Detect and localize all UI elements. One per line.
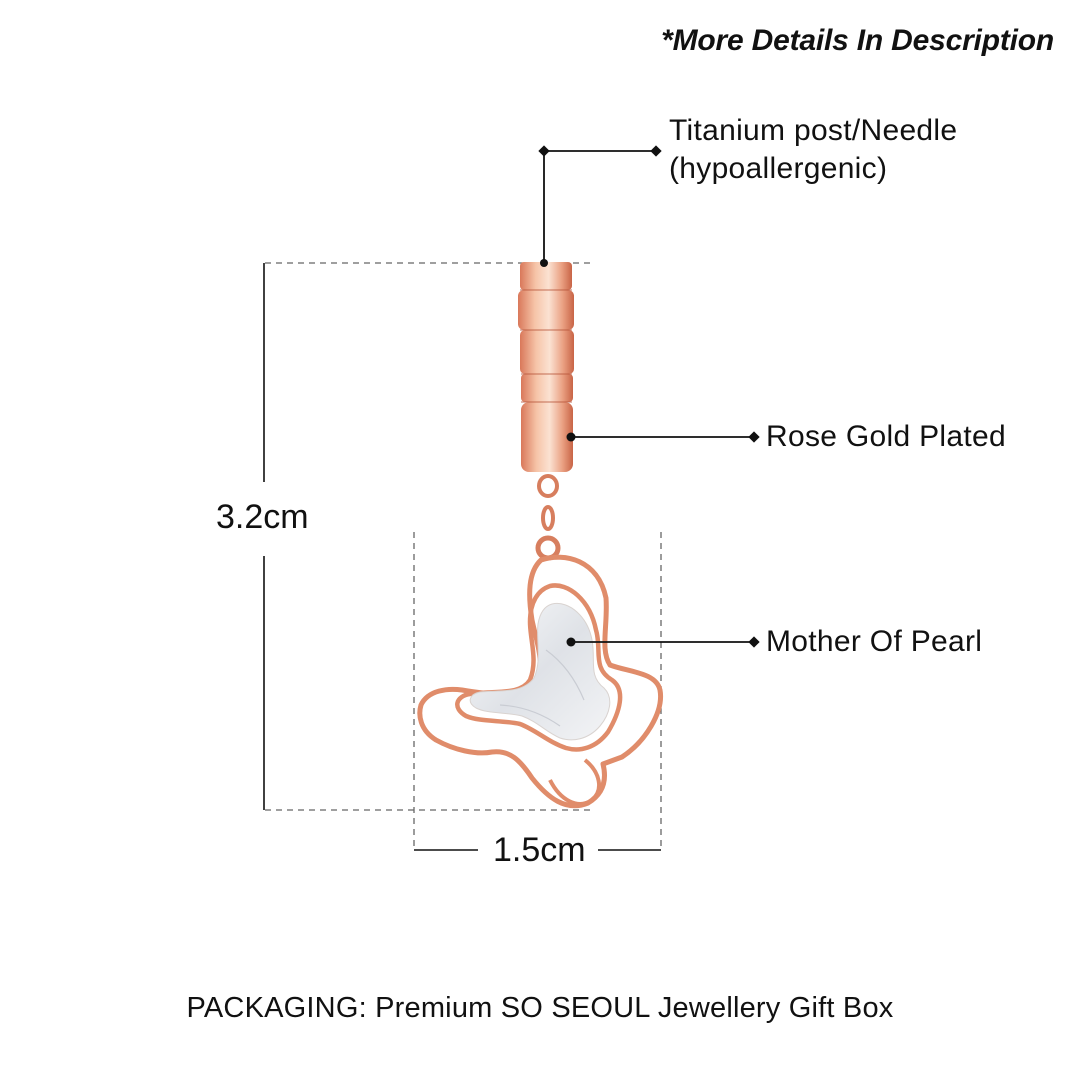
details-note: *More Details In Description	[661, 24, 1054, 57]
dimension-lines	[263, 263, 661, 851]
callout-pearl-label: Mother Of Pearl	[766, 625, 983, 658]
callout-plating-label: Rose Gold Plated	[766, 420, 1006, 453]
mother-of-pearl-inlay	[469, 602, 611, 741]
measurement-guides	[265, 262, 662, 848]
height-dimension: 3.2cm	[216, 498, 309, 536]
packaging-text: PACKAGING: Premium SO SEOUL Jewellery Gi…	[186, 992, 894, 1024]
callout-dots	[538, 145, 760, 648]
width-dimension: 1.5cm	[493, 831, 586, 869]
callout-leaders	[543, 150, 754, 643]
earring-hoop	[518, 262, 574, 561]
callout-post-label: Titanium post/Needle	[669, 114, 958, 147]
callout-post-sublabel: (hypoallergenic)	[669, 152, 888, 185]
